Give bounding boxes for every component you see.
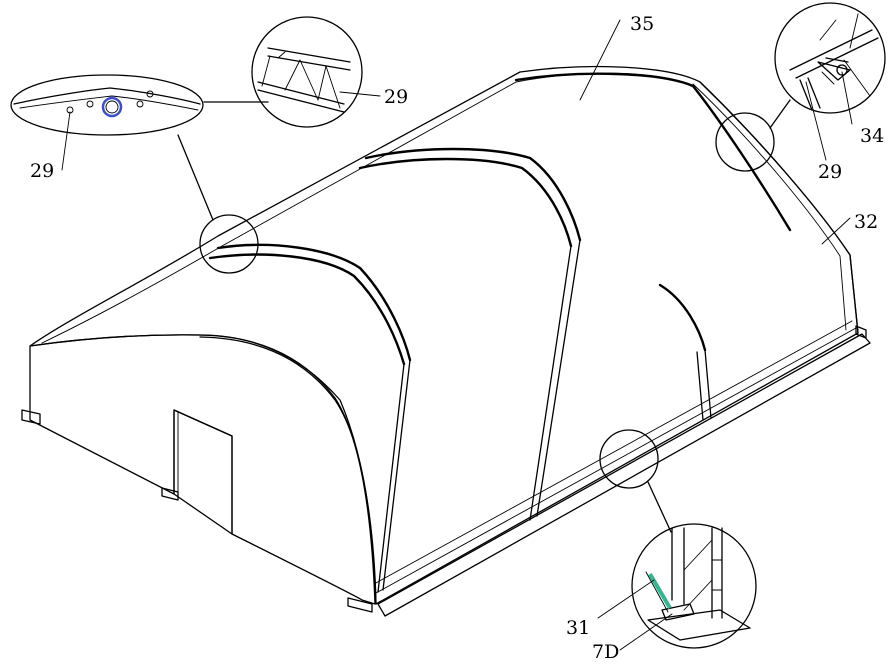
arch-second-b xyxy=(358,157,573,248)
zoom-left-bolt-2 xyxy=(86,100,94,108)
zoom-right-leader-29 xyxy=(805,81,827,161)
leader-canopy xyxy=(579,19,621,101)
zoom-top xyxy=(251,16,381,128)
zoom-bottom-frame xyxy=(645,527,751,641)
floor-strip-line-2 xyxy=(373,320,853,585)
zoom-bottom-leader-31 xyxy=(597,579,655,619)
canopy-side-edge-inner xyxy=(692,83,847,331)
end-wall-panel xyxy=(29,334,376,605)
zoom-left-tube-inner xyxy=(105,100,119,114)
arch-third-leg-b xyxy=(696,351,704,421)
frame-arches xyxy=(208,72,792,593)
callouts xyxy=(177,99,791,533)
zoom-right-circle xyxy=(774,2,886,114)
arch-third-leg xyxy=(704,349,712,419)
arch-third xyxy=(514,72,792,232)
arch-second-leg xyxy=(536,239,581,517)
canopy-front-curve xyxy=(199,336,377,605)
zoom-left-bolt-3 xyxy=(136,100,144,108)
callout-circle-bottom xyxy=(599,429,659,489)
zoom-top-leader xyxy=(339,91,381,97)
leader-side-edge xyxy=(821,217,851,245)
label-right-fitting: 34 xyxy=(860,125,884,147)
wall-foot-mid xyxy=(161,487,179,501)
zoom-top-truss xyxy=(257,47,351,113)
label-canopy: 35 xyxy=(630,13,654,35)
callout-circle-left xyxy=(199,214,259,274)
canopy-side-edge xyxy=(699,81,859,334)
zoom-left-ridge xyxy=(13,87,201,105)
anchor-strap xyxy=(648,572,672,610)
arch-front-leg xyxy=(382,359,411,591)
arch-second xyxy=(364,147,582,242)
zoom-bottom xyxy=(597,523,757,651)
zoom-right xyxy=(774,2,886,161)
door-opening xyxy=(173,409,233,535)
label-side-edge: 32 xyxy=(854,211,878,233)
zoom-left-bolt-4 xyxy=(146,90,154,98)
zoom-right-frame xyxy=(789,13,879,111)
leader-left-detail xyxy=(177,134,214,221)
label-anchor-strap: 31 xyxy=(566,617,590,639)
arch-front xyxy=(216,243,412,362)
zoom-left-tube xyxy=(101,96,123,118)
canopy-front-ridge xyxy=(41,72,691,344)
zoom-top-circle xyxy=(251,16,363,128)
zoom-left-ridge-b xyxy=(19,95,199,111)
arch-third-lower xyxy=(658,283,707,352)
arch-second-leg-b xyxy=(529,245,572,521)
wall-foot-left xyxy=(21,409,41,425)
end-wall xyxy=(21,334,376,613)
zoom-left-ellipse xyxy=(10,74,204,136)
zoom-left-leader xyxy=(61,111,71,171)
arch-front-b xyxy=(208,253,406,366)
right-foot xyxy=(855,325,867,339)
zoom-bottom-leader-7d xyxy=(619,613,673,651)
floor-strip-line xyxy=(375,327,857,594)
leader-bottom-detail xyxy=(647,481,672,533)
labels: 35 29 29 34 29 32 31 7D xyxy=(30,13,884,663)
label-left-detail: 29 xyxy=(30,160,54,182)
zoom-left xyxy=(10,74,204,171)
leader-right-detail xyxy=(769,99,791,129)
zoom-right-leader-34 xyxy=(841,71,853,125)
label-right-frame: 29 xyxy=(818,161,842,183)
floor-strip xyxy=(377,333,871,617)
wall-foot-right xyxy=(347,597,373,613)
label-top-detail: 29 xyxy=(384,86,408,108)
base-floor xyxy=(373,320,871,617)
label-anchor-plate: 7D xyxy=(592,641,619,663)
zoom-bottom-circle xyxy=(631,523,757,649)
arch-front-leg-b xyxy=(377,363,405,593)
callout-circle-right xyxy=(715,112,775,172)
